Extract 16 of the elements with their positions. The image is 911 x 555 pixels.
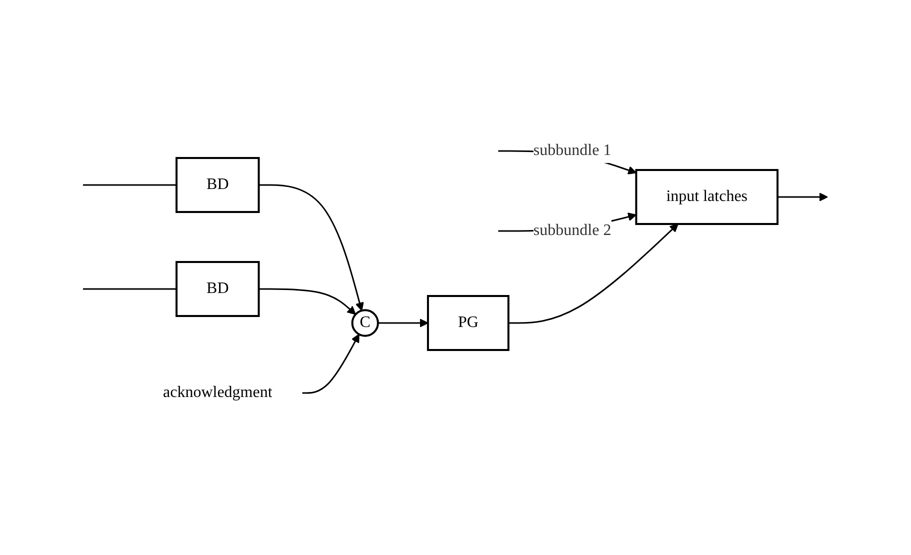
node-box: [176, 260, 260, 316]
arrow: [378, 318, 429, 327]
node-text: acknowledgment: [163, 384, 273, 400]
node-circle: [352, 308, 380, 336]
node-box: [635, 168, 779, 224]
edge-label: subbundle 1: [534, 142, 612, 158]
node-box: [427, 294, 510, 350]
connector: [83, 288, 177, 290]
connector: [83, 184, 177, 186]
arrow: [508, 223, 679, 324]
arrow: [259, 184, 364, 311]
arrow: [259, 288, 356, 314]
node-box: [176, 156, 260, 212]
arrow: [302, 333, 360, 394]
arrow: [778, 192, 828, 201]
edge-label: subbundle 2: [534, 222, 612, 238]
